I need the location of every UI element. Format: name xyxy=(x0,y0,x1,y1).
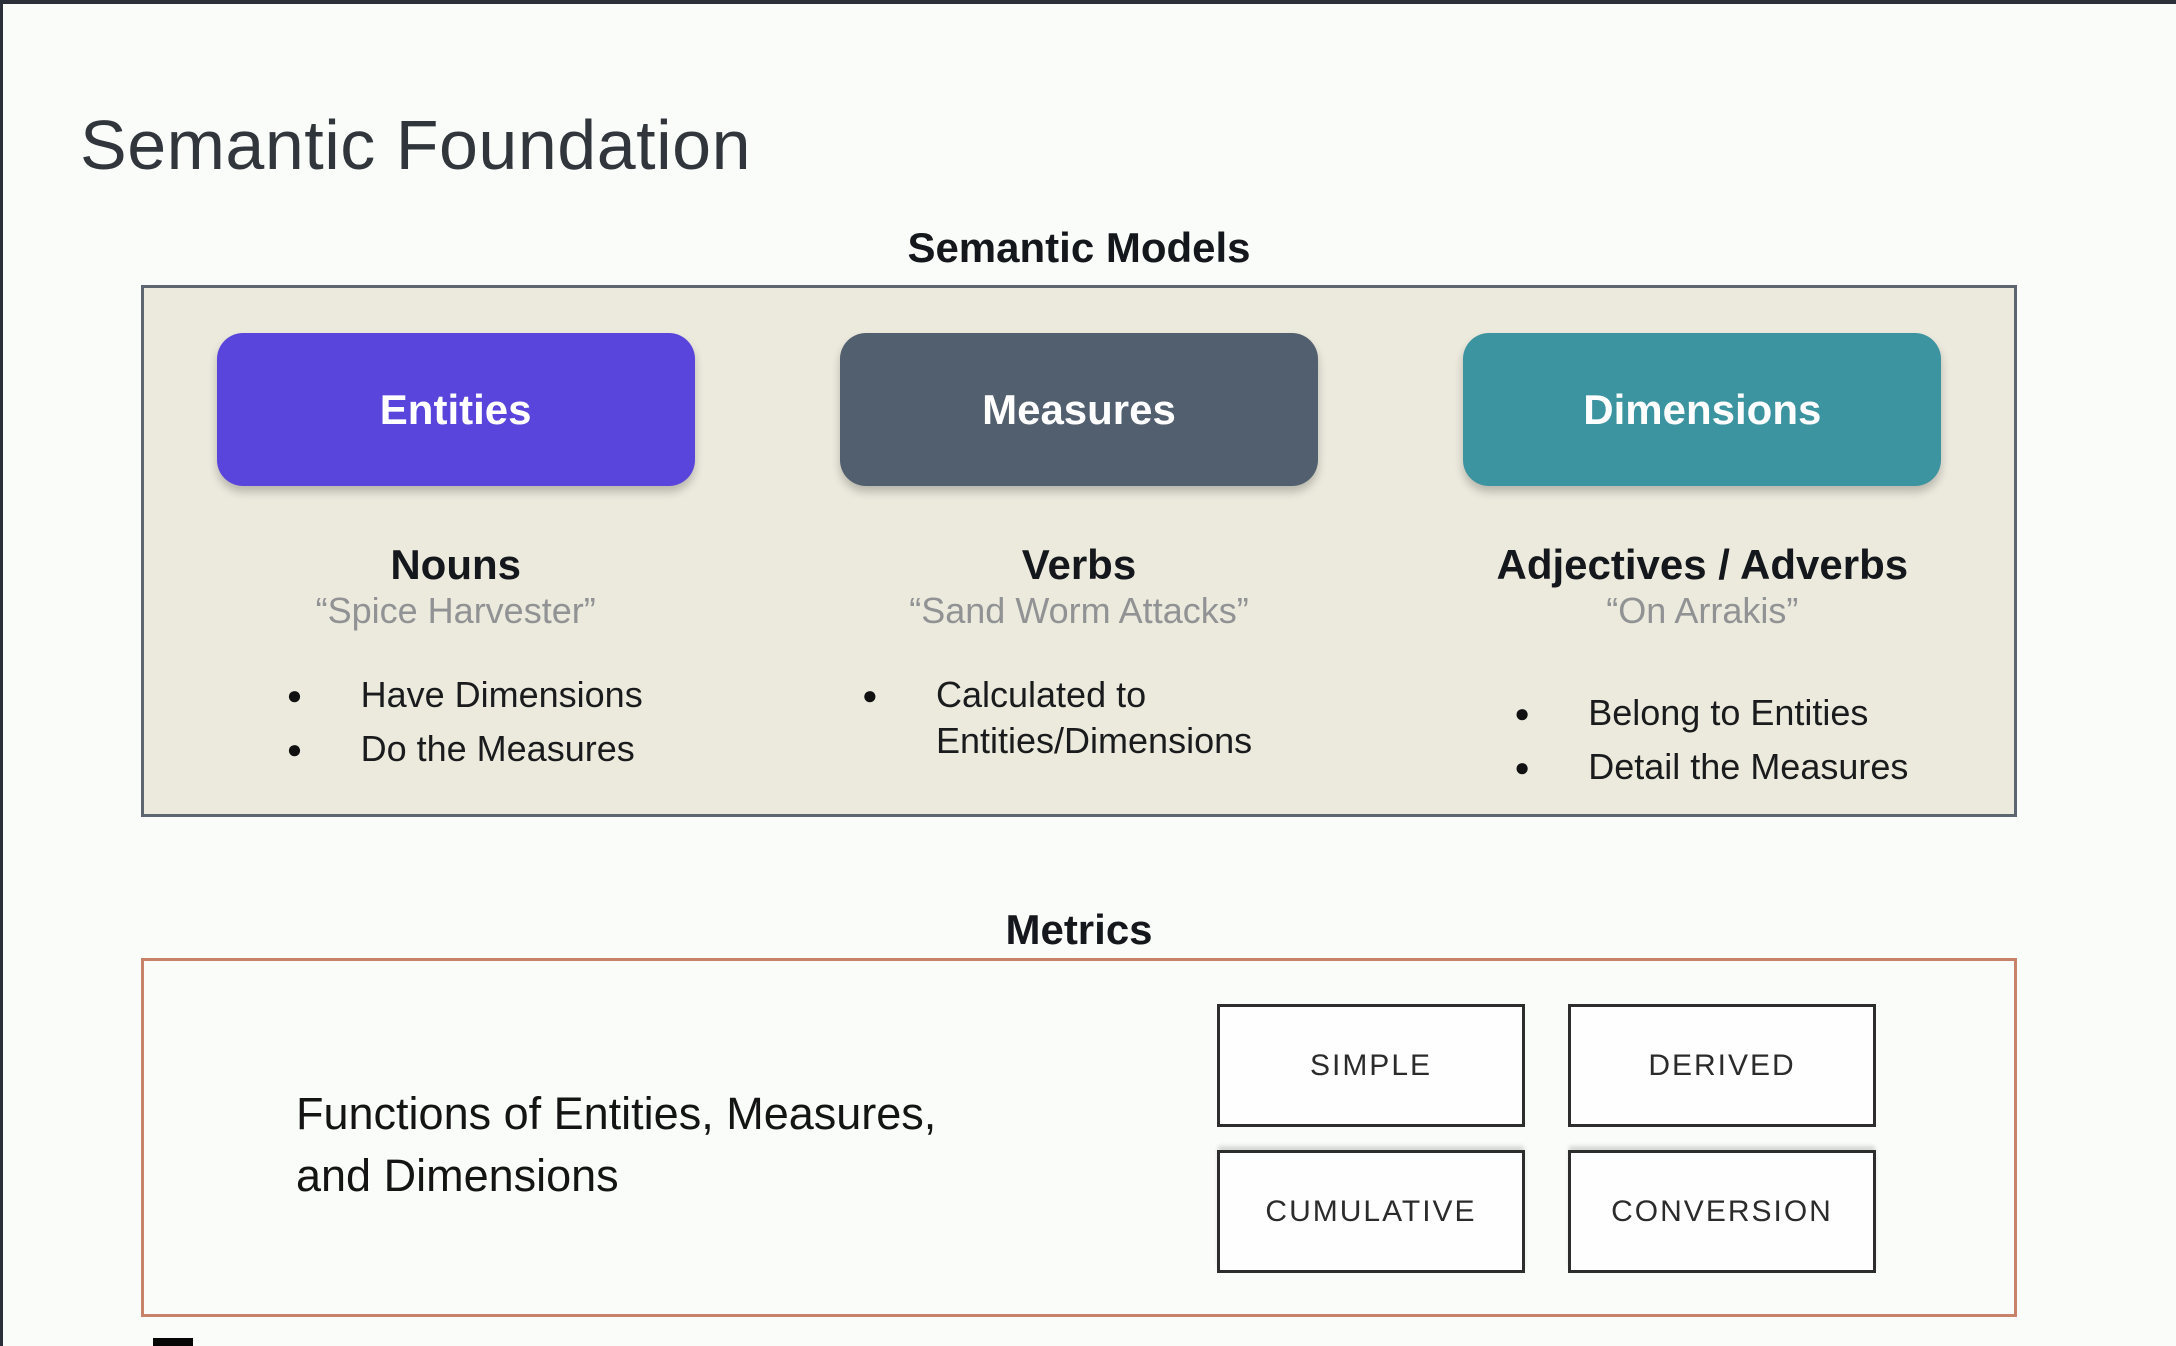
metrics-description-line1: Functions of Entities, Measures, xyxy=(296,1088,937,1139)
measures-role-label: Verbs xyxy=(1021,541,1137,588)
bullet-item: Detail the Measures xyxy=(1496,744,1908,790)
semantic-models-panel: Entities Nouns “Spice Harvester” Have Di… xyxy=(141,285,2017,817)
entities-pill: Entities xyxy=(216,333,695,486)
bullet-item: Calculated to Entities/Dimensions xyxy=(844,672,1314,764)
metrics-heading: Metrics xyxy=(1005,906,1153,953)
bullet-item: Do the Measures xyxy=(269,726,643,772)
metrics-description: Functions of Entities, Measures, and Dim… xyxy=(296,1083,936,1207)
window-top-edge xyxy=(0,0,2176,4)
entities-role-label: Nouns xyxy=(390,541,521,588)
metric-type-cumulative: CUMULATIVE xyxy=(1217,1150,1525,1273)
metric-type-derived: DERIVED xyxy=(1568,1004,1876,1127)
metric-type-simple: SIMPLE xyxy=(1217,1004,1525,1127)
window-left-edge xyxy=(0,0,3,1346)
bottom-edge-artifact xyxy=(153,1338,193,1346)
dimensions-bullet-list: Belong to Entities Detail the Measures xyxy=(1496,690,1908,798)
entities-example-quote: “Spice Harvester” xyxy=(315,590,596,632)
dimensions-role-label: Adjectives / Adverbs xyxy=(1496,541,1909,588)
metric-types-grid: SIMPLE DERIVED CUMULATIVE CONVERSION xyxy=(1217,1004,1876,1273)
semantic-models-heading: Semantic Models xyxy=(907,224,1251,271)
slide-title: Semantic Foundation xyxy=(80,105,752,184)
model-column-dimensions: Dimensions Adjectives / Adverbs “On Arra… xyxy=(1391,288,2014,814)
model-column-measures: Measures Verbs “Sand Worm Attacks” Calcu… xyxy=(767,288,1390,814)
metrics-description-line2: and Dimensions xyxy=(296,1150,619,1202)
measures-pill: Measures xyxy=(839,333,1318,486)
dimensions-pill: Dimensions xyxy=(1463,333,1942,486)
bullet-item: Belong to Entities xyxy=(1496,690,1908,736)
metric-type-conversion: CONVERSION xyxy=(1568,1150,1876,1273)
entities-bullet-list: Have Dimensions Do the Measures xyxy=(269,672,643,780)
measures-example-quote: “Sand Worm Attacks” xyxy=(909,590,1249,632)
dimensions-example-quote: “On Arrakis” xyxy=(1606,590,1799,632)
model-column-entities: Entities Nouns “Spice Harvester” Have Di… xyxy=(144,288,767,814)
bullet-item: Have Dimensions xyxy=(269,672,643,718)
metrics-panel: Functions of Entities, Measures, and Dim… xyxy=(141,958,2017,1317)
measures-bullet-list: Calculated to Entities/Dimensions xyxy=(844,672,1314,772)
